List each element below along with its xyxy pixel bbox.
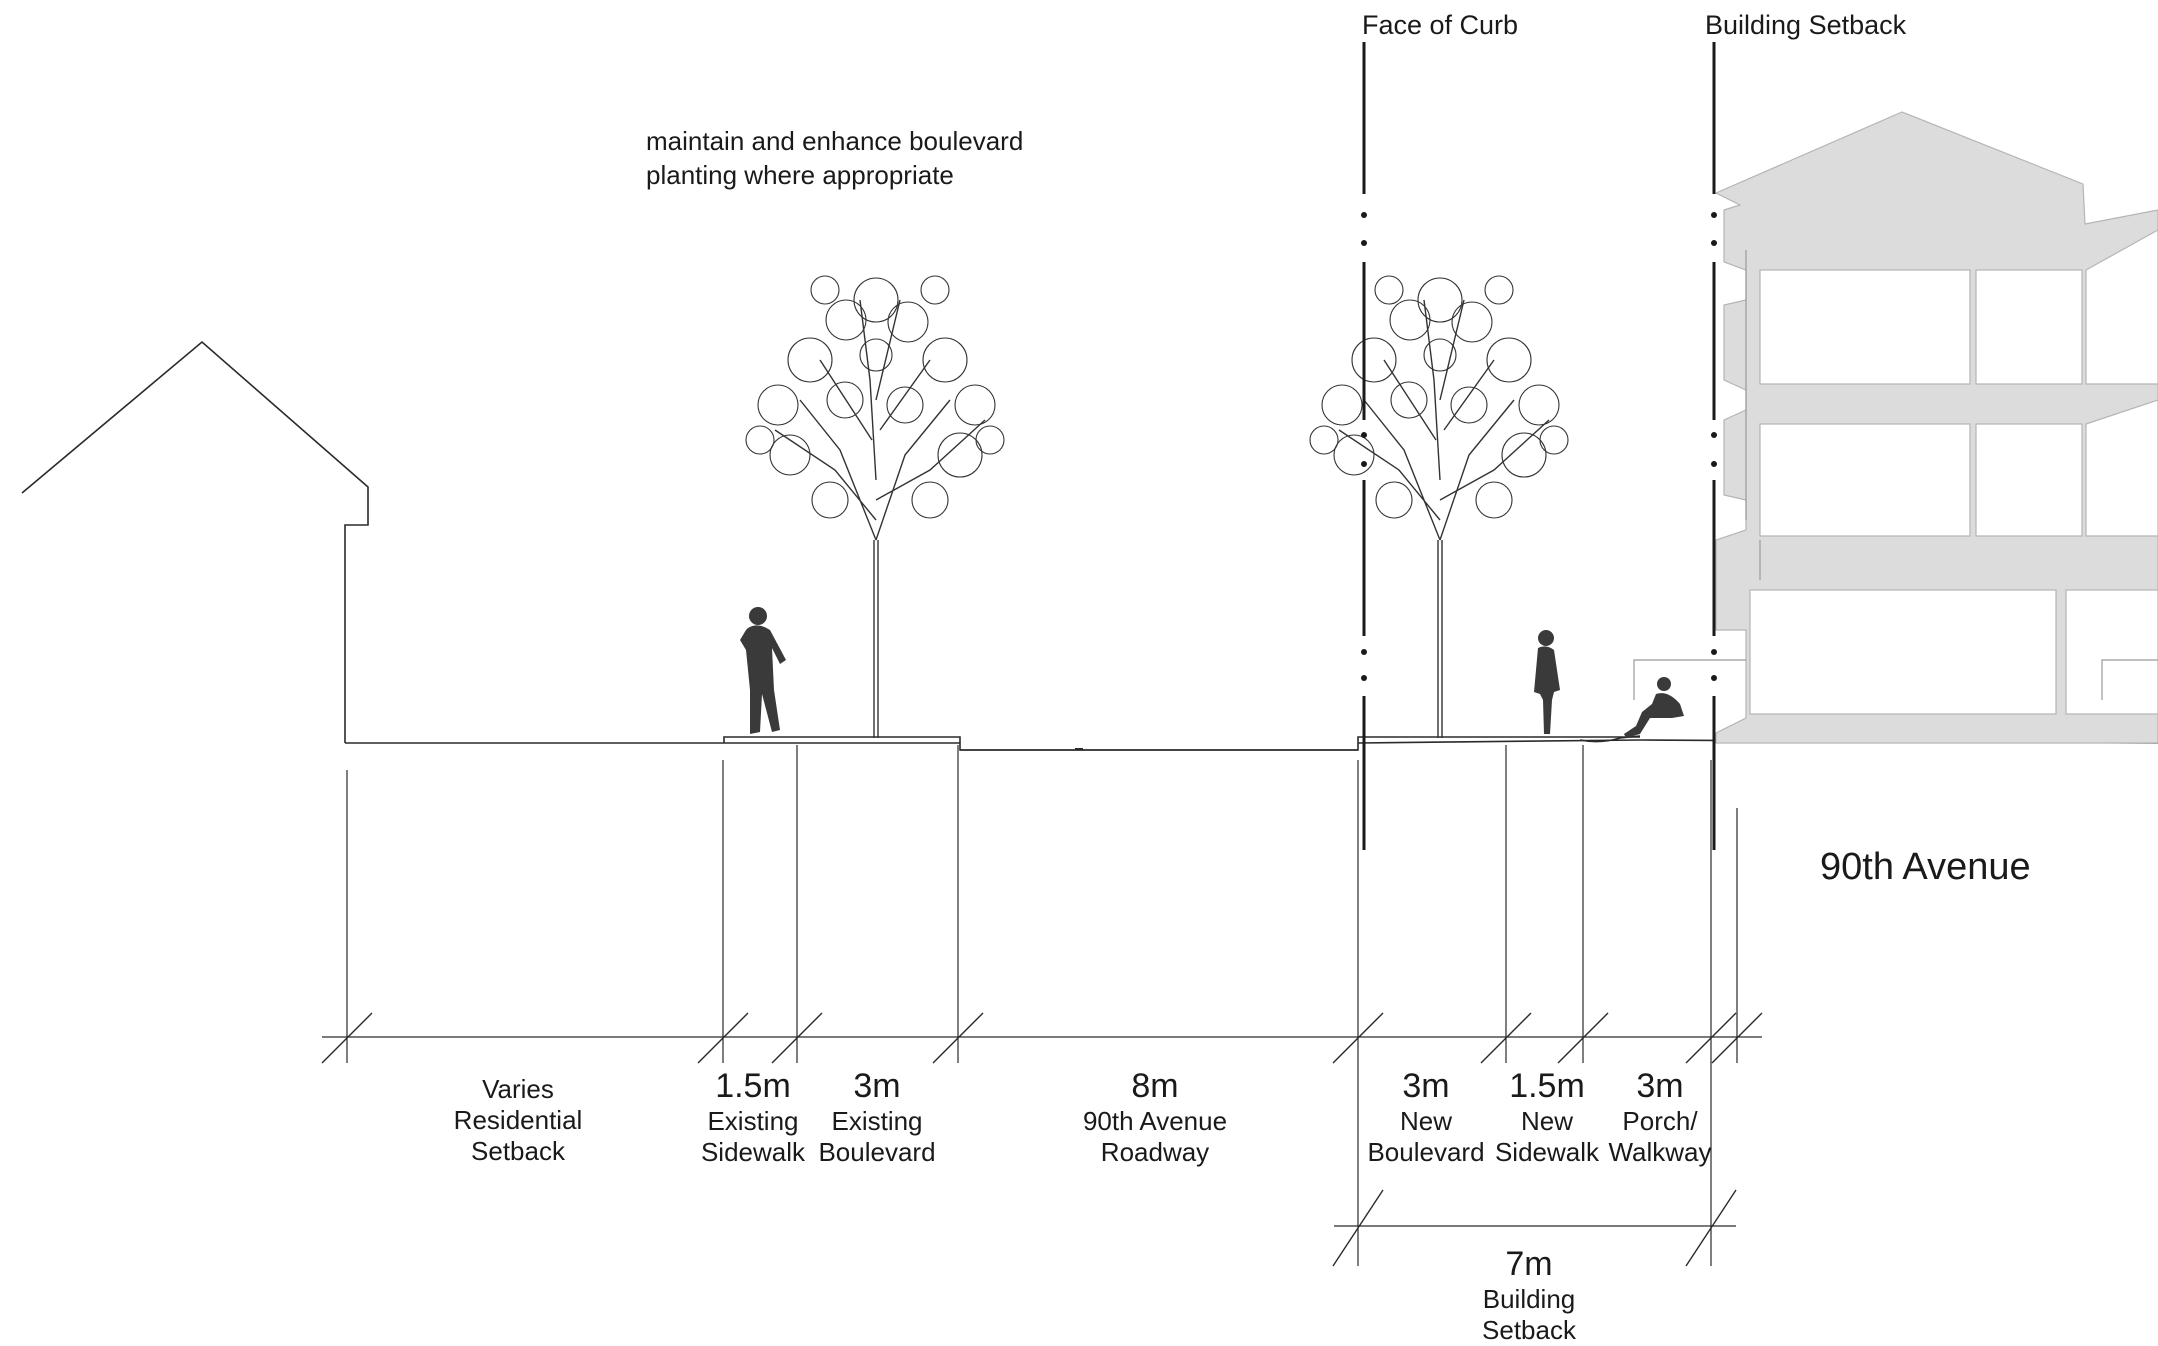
person-standing-silhouette [1534,630,1560,734]
face-of-curb-label: Face of Curb [1362,10,1519,40]
dimension-value: 3m [1636,1067,1684,1105]
dimension-value: 7m [1505,1245,1553,1283]
face-of-curb-line [1361,42,1367,850]
dimension-caption: Existing [831,1106,923,1136]
new-building-section [1633,111,2158,744]
dimension-caption: Sidewalk [700,1137,806,1167]
dimension-value: 3m [853,1067,901,1105]
dimension-caption: 90th Avenue [1082,1106,1228,1136]
dimension-building-setback-total: 7m Building Setback [1482,1244,1576,1346]
dimension-caption: Porch/ [1622,1106,1698,1136]
dimension-existing-sidewalk: 1.5m Existing Sidewalk [701,1066,805,1168]
dimension-caption: Building [1482,1284,1576,1314]
dimension-value: 1.5m [1509,1067,1585,1105]
tree-new [1309,275,1569,738]
dimension-new-sidewalk: 1.5m New Sidewalk [1495,1066,1599,1168]
person-sitting-silhouette [1624,677,1684,738]
street-name-label: 90th Avenue [1820,846,2031,888]
dimension-caption: Roadway [1100,1137,1210,1167]
dimension-caption: Existing [707,1106,799,1136]
existing-house [21,340,369,743]
planting-note-line-1: maintain and enhance boulevard [646,126,1024,156]
building-setback-line [1711,42,1717,850]
dimension-roadway: 8m 90th Avenue Roadway [1083,1066,1227,1168]
planting-note: maintain and enhance boulevard planting … [646,124,1023,192]
dimension-caption: Boulevard [1367,1137,1485,1167]
dimension-string [321,745,1763,1267]
dimension-porch-walkway: 3m Porch/ Walkway [1608,1066,1711,1168]
dimension-value: 8m [1131,1067,1179,1105]
dimension-caption: Boulevard [818,1137,936,1167]
building-setback-label: Building Setback [1705,10,1907,40]
dimension-caption: Sidewalk [1494,1137,1600,1167]
dimension-value: 3m [1402,1067,1450,1105]
dimension-caption: New [1520,1106,1573,1136]
dimension-existing-boulevard: 3m Existing Boulevard [818,1066,935,1168]
dimension-residential-setback: Varies Residential Setback [454,1074,583,1167]
tree-existing [745,275,1005,738]
dimension-caption: Varies [482,1074,554,1104]
dimension-caption: Residential [453,1105,583,1135]
dimension-caption: New [1399,1106,1453,1136]
dimension-new-boulevard: 3m New Boulevard [1367,1066,1484,1168]
planting-note-line-2: planting where appropriate [646,160,954,190]
dimension-caption: Setback [471,1136,565,1166]
dimension-caption: Walkway [1608,1137,1712,1167]
person-walking-silhouette [740,607,786,734]
dimension-value: 1.5m [715,1067,791,1105]
dimension-caption: Setback [1482,1315,1576,1345]
